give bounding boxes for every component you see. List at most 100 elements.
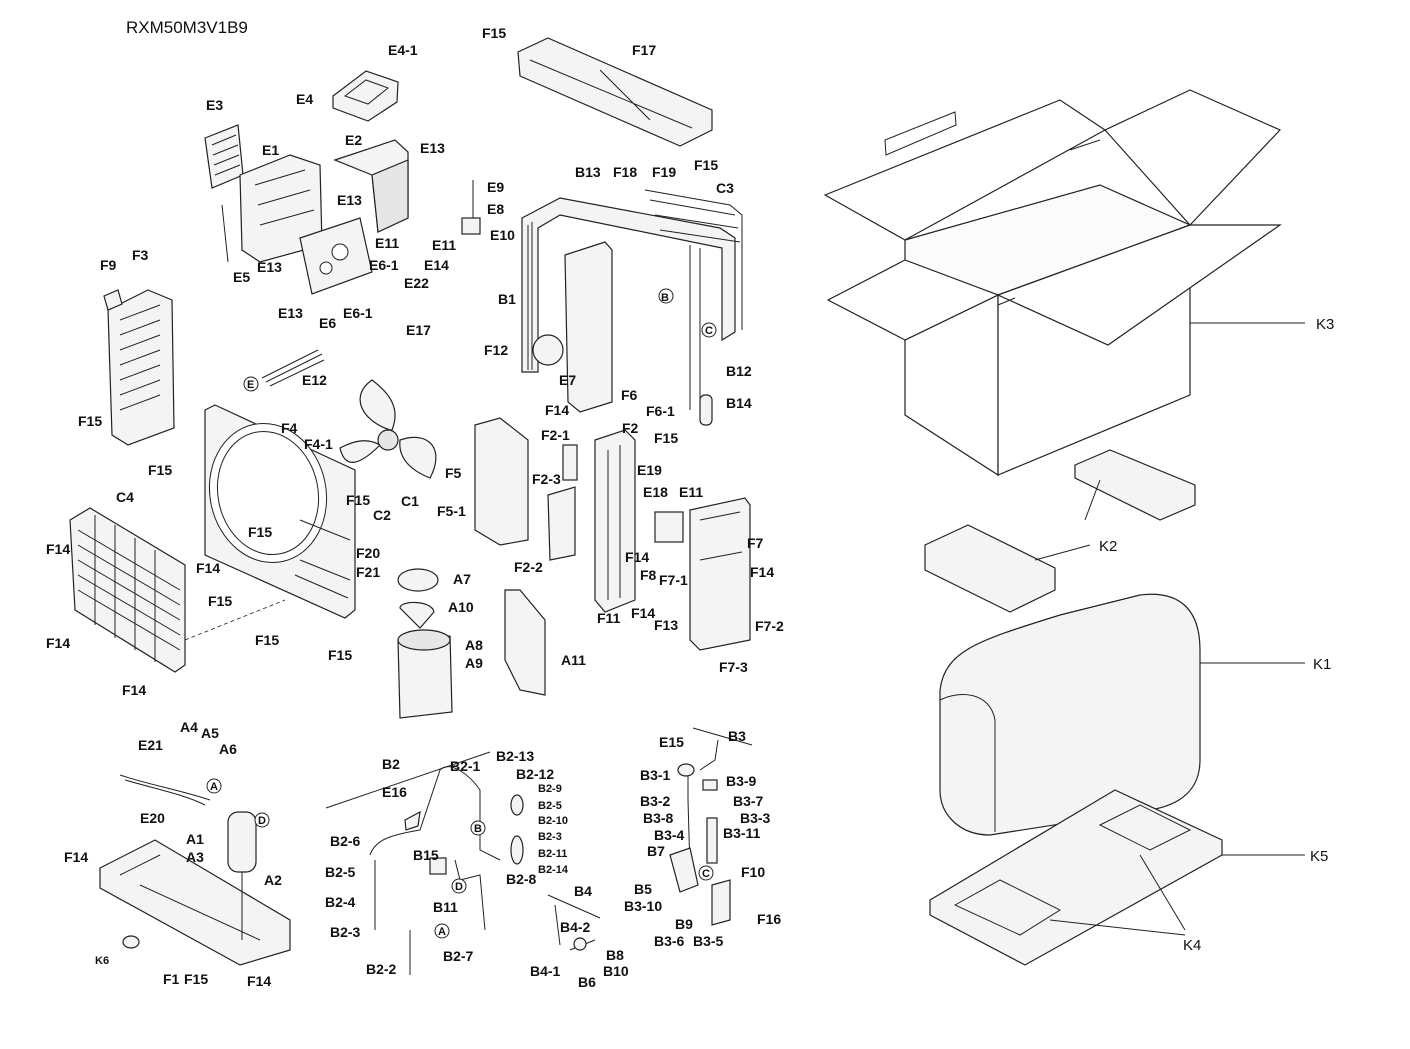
label-b2-7: B2-7: [443, 948, 474, 964]
label-e4-1: E4-1: [388, 42, 418, 58]
label-b3: B3: [728, 728, 746, 744]
label-f2-2: F2-2: [514, 559, 543, 575]
label-c1: C1: [401, 493, 419, 509]
label-e16: E16: [382, 784, 407, 800]
label-a8: A8: [465, 637, 483, 653]
label-e17: E17: [406, 322, 431, 338]
label-a10: A10: [448, 599, 474, 615]
label-e9: E9: [487, 179, 504, 195]
label-b10: B10: [603, 963, 629, 979]
side-panels-group: [474, 417, 751, 651]
label-f15-j: F15: [654, 430, 678, 446]
label-f7-1: F7-1: [659, 572, 688, 588]
label-b4-1: B4-1: [530, 963, 561, 979]
label-f5: F5: [445, 465, 462, 481]
label-b2-6: B2-6: [330, 833, 361, 849]
label-b2: B2: [382, 756, 400, 772]
label-b3-2: B3-2: [640, 793, 671, 809]
label-f2-1: F2-1: [541, 427, 570, 443]
label-f14-j: F14: [247, 973, 271, 989]
label-f5-1: F5-1: [437, 503, 466, 519]
label-e11-a: E11: [375, 235, 399, 251]
label-f14-e: F14: [122, 682, 146, 698]
label-b1: B1: [498, 291, 516, 307]
label-f17: F17: [632, 42, 656, 58]
label-b3-5: B3-5: [693, 933, 724, 949]
label-e20: E20: [140, 810, 165, 826]
fan-c1: [339, 379, 437, 479]
heat-exchanger-group: [521, 189, 743, 426]
label-b15: B15: [413, 847, 439, 863]
label-b3-4: B3-4: [654, 827, 685, 843]
label-b3-8: B3-8: [643, 810, 674, 826]
label-e21: E21: [138, 737, 163, 753]
label-a11: A11: [561, 652, 586, 668]
label-b6: B6: [578, 974, 596, 990]
label-f4-1: F4-1: [304, 436, 333, 452]
marker-a-2: A: [438, 926, 446, 938]
label-b5: B5: [634, 881, 652, 897]
grille-c4: [69, 507, 286, 673]
label-a2: A2: [264, 872, 282, 888]
marker-b-1: B: [661, 292, 669, 304]
label-a7: A7: [453, 571, 471, 587]
label-f15-h: F15: [255, 632, 279, 648]
label-e6-1-b: E6-1: [343, 305, 373, 321]
label-b8: B8: [606, 947, 624, 963]
label-f9: F9: [100, 257, 117, 273]
label-e13-a: E13: [420, 140, 445, 156]
label-a6: A6: [219, 741, 237, 757]
label-b2-5-b: B2-5: [325, 864, 356, 880]
label-e11-b: E11: [432, 237, 456, 253]
label-b3-7: B3-7: [733, 793, 764, 809]
label-f7-3: F7-3: [719, 659, 748, 675]
label-e13-c: E13: [257, 259, 282, 275]
label-e19: E19: [637, 462, 662, 478]
marker-c-1: C: [705, 325, 713, 337]
label-f16: F16: [757, 911, 781, 927]
base-plate-group: [99, 774, 291, 966]
label-f14-d: F14: [46, 635, 70, 651]
label-b3-6: B3-6: [654, 933, 685, 949]
marker-c-2: C: [702, 868, 710, 880]
label-b12: B12: [726, 363, 752, 379]
label-e7: E7: [559, 372, 576, 388]
reference-markers: B C E A D B D A C: [210, 292, 713, 938]
label-f19: F19: [652, 164, 676, 180]
label-f7-2: F7-2: [755, 618, 784, 634]
label-b4-2: B4-2: [560, 919, 591, 935]
label-f11: F11: [597, 610, 621, 626]
label-f18: F18: [613, 164, 637, 180]
label-e22: E22: [404, 275, 429, 291]
label-e12: E12: [302, 372, 327, 388]
label-f6: F6: [621, 387, 638, 403]
label-f14-b: F14: [46, 541, 70, 557]
b2-piping-group: [325, 751, 524, 975]
label-e18: E18: [643, 484, 668, 500]
model-title: RXM50M3V1B9: [126, 18, 248, 37]
label-b2-13: B2-13: [496, 748, 534, 764]
b3-b4-valve-group: [547, 727, 753, 951]
label-f6-1: F6-1: [646, 403, 675, 419]
compressor-insulation-group: [397, 568, 546, 719]
top-panel-f17: [517, 37, 713, 147]
label-f20: F20: [356, 545, 380, 561]
label-e13-b: E13: [337, 192, 362, 208]
label-k5: K5: [1310, 848, 1328, 865]
label-e4: E4: [296, 91, 313, 107]
label-f7: F7: [747, 535, 764, 551]
label-b2-4: B2-4: [325, 894, 356, 910]
label-e6: E6: [319, 315, 336, 331]
label-f15-g: F15: [208, 593, 232, 609]
label-f10: F10: [741, 864, 765, 880]
label-f12: F12: [484, 342, 508, 358]
label-b3-9: B3-9: [726, 773, 757, 789]
label-f2: F2: [622, 420, 639, 436]
label-f13: F13: [654, 617, 678, 633]
label-f14-c: F14: [196, 560, 220, 576]
label-b2-11: B2-11: [538, 848, 567, 860]
label-b2-3-a: B2-3: [538, 831, 562, 843]
label-e15: E15: [659, 734, 684, 750]
label-b3-3: B3-3: [740, 810, 771, 826]
label-f14-h: F14: [631, 605, 655, 621]
